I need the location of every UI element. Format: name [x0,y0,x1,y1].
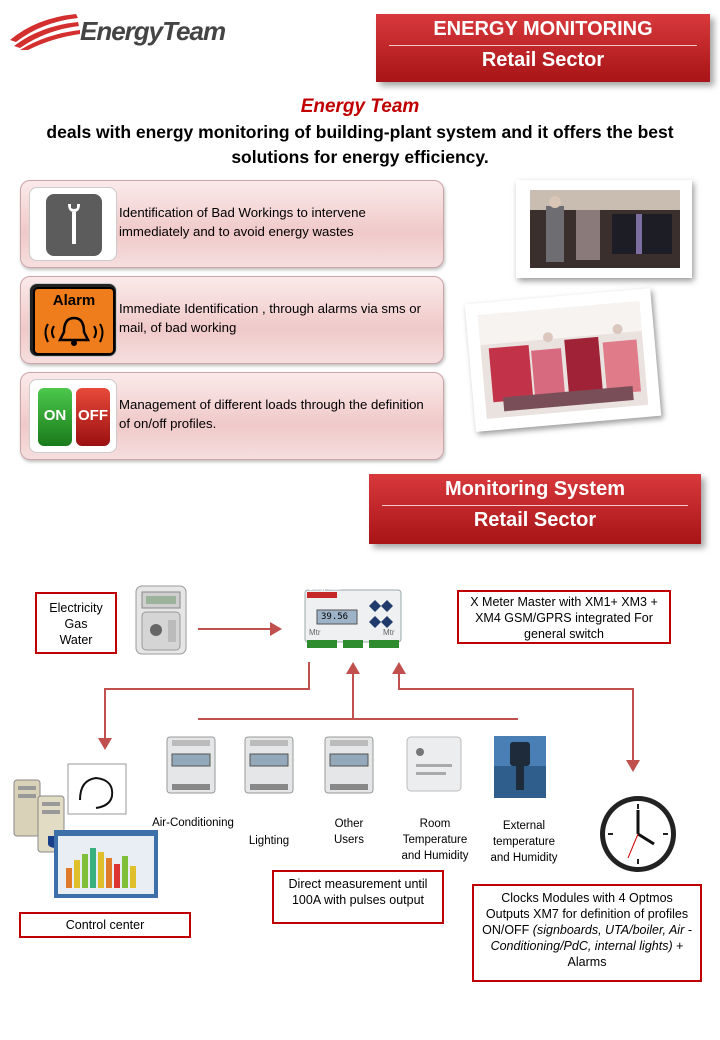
line-master-down-left [308,662,310,690]
off-button-icon [76,388,110,446]
line-horizontal-left [104,688,310,690]
load-label-other-users: Other Users [333,818,365,846]
master-label-right: Mtr [383,628,395,637]
line-to-clock [632,688,634,762]
control-center-box: Control center [19,912,191,938]
intro-text: deals with energy monitoring of building… [46,122,674,167]
header-title: ENERGY MONITORING [433,18,653,40]
meter-other-users-icon [324,736,374,794]
clock-text-italic: (signboards, UTA/boiler, Air - Condition… [490,923,692,953]
arrow-sources-to-master [198,628,276,630]
energyteam-logo: EnergyTeam [6,10,236,50]
arrowhead-up-right-icon [392,662,406,674]
line-horizontal-right [398,688,634,690]
on-off-icon: ON OFF [29,379,117,453]
on-button-icon [38,388,72,446]
master-brand: Energy Team [309,586,341,592]
store-photo-1 [516,180,692,278]
header-divider [389,45,697,46]
line-loads-up [352,672,354,718]
master-display: 39.56 [321,612,349,622]
external-sensor-icon [494,736,546,798]
line-to-control [104,688,106,744]
meter-air-conditioning-icon [166,736,216,794]
section-title-box: Monitoring System Retail Sector [369,474,701,544]
sources-box: Electricity Gas Water [35,592,117,654]
load-label-air-conditioning: Air-Conditioning [152,817,234,829]
master-label-left: Mtr [309,628,321,637]
line-loads-bus [198,718,518,720]
meter-lighting-icon [244,736,294,794]
clock-text-1: Clocks Modules with 4 Optmos Outputs XM7… [482,891,689,937]
clock-icon [588,792,692,876]
feature-text: Management of different loads through th… [119,397,424,431]
store-photo-2 [464,288,662,432]
wrench-icon [29,187,117,261]
load-label-room-temp: Room Temperature and Humidity [401,818,469,862]
utility-meter-icon [134,584,188,656]
load-label-lighting: Lighting [248,835,290,847]
line-from-clock-up [398,672,400,690]
load-label-external-temp: External temperature and Humidity [490,820,558,864]
section-subtitle: Retail Sector [473,509,597,531]
direct-measurement-box: Direct measurement until 100A with pulse… [272,870,444,924]
feature-card-alarms: Alarm Immediate Identification , through… [20,276,444,364]
on-label: ON [43,407,67,424]
room-sensor-icon [406,736,462,792]
logo-text: EnergyTeam [80,16,226,46]
header-title-box: ENERGY MONITORING Retail Sector [376,14,710,82]
x-meter-master-device: Energy Team 39.56 Mtr Mtr [303,586,403,650]
master-description-box: X Meter Master with XM1+ XM3 + XM4 GSM/G… [457,590,671,644]
arrowhead-icon [270,622,282,636]
control-center-illustration [10,760,160,900]
off-label: OFF [78,407,108,424]
feature-card-onoff: ON OFF Management of different loads thr… [20,372,444,460]
feature-text: Immediate Identification , through alarm… [119,301,421,335]
section-title: Monitoring System [444,478,625,500]
feature-text: Identification of Bad Workings to interv… [119,205,366,239]
clock-text-2: + Alarms [567,939,684,969]
arrowhead-down-right-icon [626,760,640,772]
logo-swoosh-icon [10,14,80,50]
clock-modules-box: Clocks Modules with 4 Optmos Outputs XM7… [472,884,702,982]
alarm-label: Alarm [52,292,96,309]
arrowhead-up-icon [346,662,360,674]
header-subtitle: Retail Sector [481,49,605,71]
alarm-bell-icon: Alarm [29,283,117,357]
feature-card-bad-workings: Identification of Bad Workings to interv… [20,180,444,268]
arrowhead-down-left-icon [98,738,112,750]
intro-brand: Energy Team [300,96,420,117]
section-divider [382,505,688,506]
